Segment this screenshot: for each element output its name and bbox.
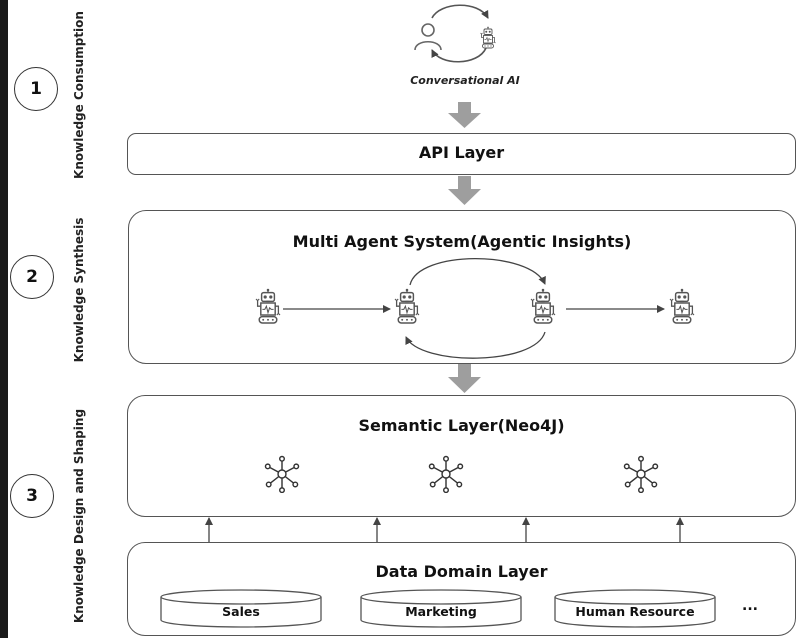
database-hr-icon <box>554 589 716 628</box>
phase-3-circle: 3 <box>10 474 54 518</box>
cycle-arrows-icon <box>431 4 489 63</box>
more-databases-ellipsis: ... <box>742 598 758 614</box>
flow-arrow-2 <box>448 176 481 205</box>
database-hr-label: Human Resource <box>575 604 695 619</box>
database-sales-label: Sales <box>222 604 260 619</box>
graph-network-icon <box>428 455 464 493</box>
flow-arrows <box>448 102 481 393</box>
database-sales-icon <box>160 589 322 628</box>
multi-agent-box: Multi Agent System(Agentic Insights) <box>128 210 796 364</box>
agent-2-robot-icon <box>394 288 420 324</box>
data-domain-title: Data Domain Layer <box>375 562 548 581</box>
database-marketing-label: Marketing <box>405 604 477 619</box>
conversational-ai-graphic <box>414 4 496 63</box>
left-edge-strip <box>0 0 8 638</box>
conversational-ai-label: Conversational AI <box>410 74 520 87</box>
database-marketing-icon <box>360 589 522 628</box>
multi-agent-title: Multi Agent System(Agentic Insights) <box>292 232 632 251</box>
agent-3-to-2-arrow <box>405 331 546 359</box>
conversational-robot-icon <box>480 26 496 49</box>
flow-arrow-3 <box>448 364 481 393</box>
upward-arrows <box>205 517 684 542</box>
user-icon <box>414 23 442 51</box>
api-layer-box: API Layer <box>127 133 796 175</box>
database-cylinders <box>160 589 716 628</box>
semantic-layer-box: Semantic Layer(Neo4J) <box>127 395 796 517</box>
phase-2-circle: 2 <box>10 255 54 299</box>
agent-4-robot-icon <box>669 288 695 324</box>
graph-network-icon <box>264 455 300 493</box>
semantic-layer-title: Semantic Layer(Neo4J) <box>358 416 565 435</box>
agent-1-robot-icon <box>255 288 281 324</box>
graph-network-icon <box>623 455 659 493</box>
flow-arrow-1 <box>448 102 481 128</box>
agent-2-to-3-arrow <box>409 257 546 286</box>
agent-3-robot-icon <box>530 288 556 324</box>
api-layer-title: API Layer <box>418 143 505 162</box>
phase-1-circle: 1 <box>14 67 58 111</box>
agent-connections <box>283 257 665 359</box>
